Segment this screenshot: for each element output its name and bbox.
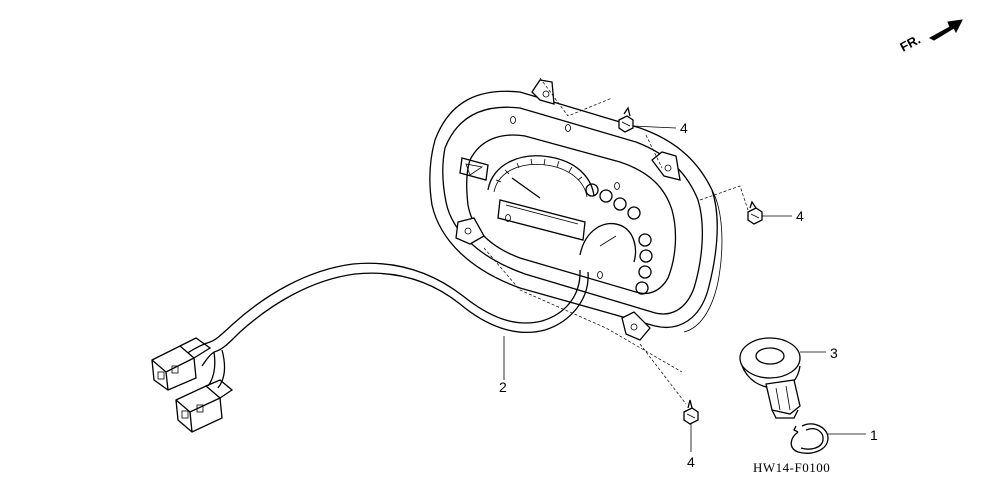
callout-screw-right: 4: [796, 208, 804, 224]
connector-upper: [151, 337, 212, 391]
grommet: [739, 337, 801, 419]
connector-lower: [175, 379, 234, 433]
front-arrow-icon: [928, 19, 963, 41]
meter-assembly: [429, 79, 723, 341]
callout-grommet: 3: [830, 345, 838, 361]
callout-clip: 1: [870, 427, 878, 443]
front-direction-indicator: FR.: [897, 19, 963, 55]
callout-screw-top: 4: [680, 120, 688, 136]
front-label: FR.: [897, 32, 923, 55]
clip: [790, 423, 829, 454]
screw-right: [747, 200, 763, 225]
callout-screw-bottom: 4: [687, 454, 695, 470]
leader-lines: [483, 77, 866, 452]
screw-top: [618, 106, 634, 133]
diagram-code: HW14-F0100: [753, 460, 830, 475]
screw-bottom: [683, 399, 699, 425]
callout-wire-harness: 2: [499, 379, 507, 395]
